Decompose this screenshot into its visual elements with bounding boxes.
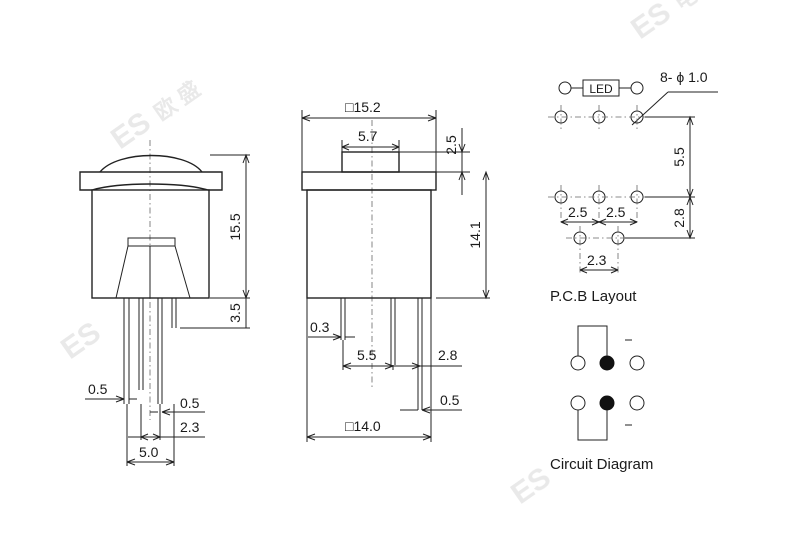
dim-row-spacing: 5.5: [671, 147, 687, 167]
led-label: LED: [589, 82, 613, 96]
dim-pin-pitch: 2.3: [180, 419, 200, 435]
pin: [157, 298, 163, 404]
contact-common: [599, 355, 615, 371]
dim-width-top: □15.2: [345, 99, 381, 115]
watermark-brand: ES: [55, 316, 107, 366]
dim-pin-length: 3.5: [227, 303, 243, 323]
switch-body: [306, 189, 432, 299]
inner-taper: [115, 245, 191, 299]
link-bottom: [577, 410, 608, 441]
pin: [417, 298, 423, 410]
contact-open: [629, 395, 645, 411]
dim-width-bottom: □14.0: [345, 418, 381, 434]
contact-open: [570, 395, 586, 411]
pin: [123, 298, 130, 404]
dim-pin-offset-right: 2.8: [438, 347, 458, 363]
cap-flange: [79, 171, 223, 191]
circuit-diagram-title: Circuit Diagram: [550, 456, 653, 473]
dim-pin-offset: 5.5: [357, 347, 377, 363]
pin: [390, 298, 396, 365]
pcb-row-top: [548, 105, 650, 130]
dim-pin-width-right: 0.5: [180, 395, 200, 411]
pin: [138, 298, 144, 390]
dim-pin-span: 5.0: [139, 444, 159, 460]
watermark-brand: ES: [625, 0, 677, 46]
contact-open: [570, 355, 586, 371]
watermark-char: 欧: [149, 92, 181, 125]
pcb-layout: LED 8- ϕ 1.0 5.5: [548, 69, 718, 305]
pin: [171, 298, 177, 328]
dim-body-height: 14.1: [467, 221, 483, 248]
dim-pitch-a: 2.5: [568, 204, 588, 220]
pcb-layout-title: P.C.B Layout: [550, 288, 637, 305]
contact-common: [599, 395, 615, 411]
led-pad: [558, 81, 572, 95]
dim-pin-tip: 0.5: [440, 392, 460, 408]
pin: [340, 298, 346, 340]
dim-cap-height: 2.5: [443, 135, 459, 155]
side-view: 15.5 3.5 0.5 0.5 2.3 5.0: [79, 140, 250, 466]
pcb-row-bottom: [566, 226, 632, 275]
dim-height: 15.5: [227, 213, 243, 240]
dim-row-offset: 2.8: [671, 208, 687, 228]
dim-pitch-b: 2.5: [606, 204, 626, 220]
dim-cap-width: 5.7: [358, 128, 378, 144]
watermark-char: 电: [669, 0, 701, 15]
cap-button: [341, 151, 400, 173]
link-dash-top: [606, 326, 632, 341]
circuit-diagram: Circuit Diagram: [550, 325, 653, 473]
dim-pin-width-left: 0.5: [88, 381, 108, 397]
cap-dome: [99, 154, 203, 173]
watermark: ES 欧 盛 ES 电 子 ES ES: [55, 0, 702, 511]
dim-bottom-pitch: 2.3: [587, 252, 607, 268]
contact-open: [629, 355, 645, 371]
hole-spec: 8- ϕ 1.0: [660, 69, 708, 85]
link-top: [577, 325, 608, 356]
flange: [301, 171, 437, 191]
dim-pin-thickness: 0.3: [310, 319, 330, 335]
led-pad: [630, 81, 644, 95]
front-view: □15.2 5.7 2.5 14.1 0.3 5.5 2.8: [301, 99, 490, 442]
watermark-brand: ES: [105, 106, 157, 156]
pcb-row-middle: [548, 185, 650, 225]
inner-stem: [127, 237, 176, 247]
watermark-char: 盛: [172, 76, 204, 109]
